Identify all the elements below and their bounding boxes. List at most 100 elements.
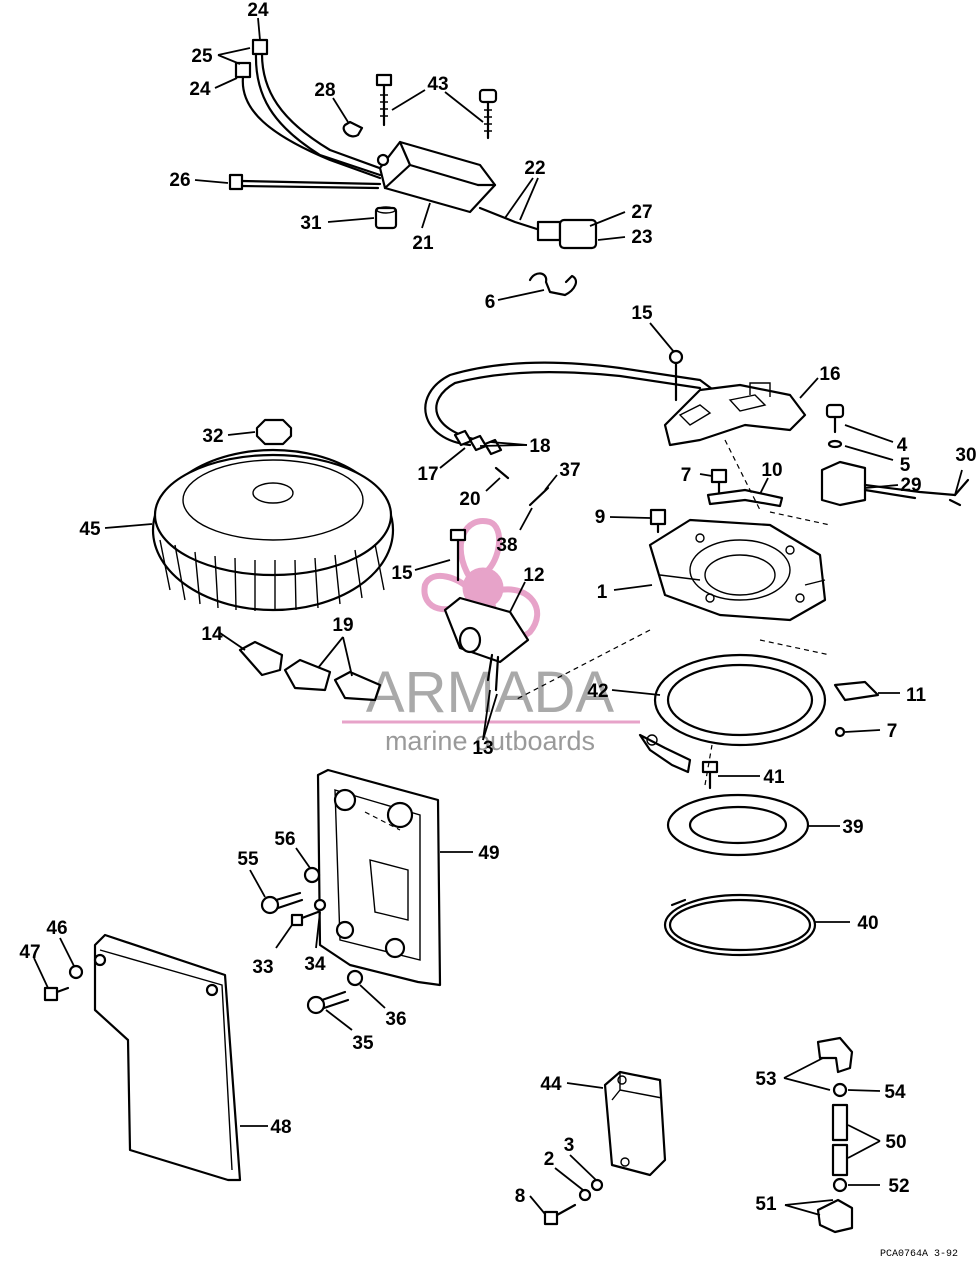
callout-45: 45 (79, 519, 101, 540)
callout-22: 22 (524, 158, 545, 179)
power-pack-44-part (603, 1070, 667, 1177)
bracket-49-part (316, 768, 442, 987)
callout-14: 14 (201, 624, 223, 645)
callout-50: 50 (885, 1132, 906, 1153)
callout-42: 42 (587, 681, 608, 702)
callout-37: 37 (559, 460, 580, 481)
callout-7a: 7 (681, 465, 692, 486)
elbow-51-part (816, 1198, 854, 1234)
callout-40: 40 (857, 913, 878, 934)
pin-20-part (494, 466, 510, 480)
screw-41-part (701, 760, 719, 790)
callout-23: 23 (631, 227, 652, 248)
callout-3: 3 (564, 1135, 575, 1156)
callout-19: 19 (332, 615, 353, 636)
callout-49: 49 (478, 843, 499, 864)
callout-51: 51 (755, 1194, 777, 1215)
hose-50-part (831, 1103, 849, 1177)
washer-46-part (68, 964, 84, 980)
callout-12: 12 (523, 565, 544, 586)
callout-26: 26 (169, 170, 190, 191)
armature-plate-1-part (648, 518, 827, 622)
bolt-55-part (260, 891, 304, 915)
callout-34: 34 (304, 954, 326, 975)
callout-11: 11 (906, 685, 927, 706)
callout-33: 33 (252, 957, 273, 978)
callout-53: 53 (755, 1069, 776, 1090)
connector-23-part (478, 206, 598, 250)
callout-36: 36 (385, 1009, 406, 1030)
grommet-54-part (832, 1082, 848, 1098)
sensor-29-part (820, 460, 970, 507)
callout-39: 39 (842, 817, 863, 838)
callout-47: 47 (19, 942, 40, 963)
callout-32: 32 (202, 426, 223, 447)
grommet-52-part (832, 1177, 848, 1193)
connector-24-part (234, 38, 387, 180)
retainer-39-part (666, 793, 810, 857)
leader-lines (33, 17, 963, 1216)
callout-46: 46 (46, 918, 67, 939)
washer-36-part (346, 969, 364, 987)
screw-43-part (375, 73, 498, 140)
callout-29: 29 (900, 475, 921, 496)
callout-48: 48 (270, 1117, 291, 1138)
callout-24b: 24 (189, 79, 211, 100)
bracket-11-part (833, 680, 880, 702)
washer-3-part (590, 1178, 604, 1192)
callout-13: 13 (472, 738, 493, 759)
callout-30: 30 (955, 445, 976, 466)
callout-54: 54 (884, 1082, 906, 1103)
screw-4-part (825, 403, 845, 449)
callout-24a: 24 (247, 0, 269, 21)
screw-33-part (290, 910, 320, 927)
callout-27: 27 (631, 202, 652, 223)
callout-1: 1 (597, 582, 608, 603)
screw-7-part (710, 468, 728, 497)
washer-34-part (313, 898, 327, 912)
callout-15b: 15 (391, 563, 413, 584)
ignition-module-21-part (376, 140, 497, 214)
flywheel-45-part (151, 448, 395, 612)
terminal-boot-14-part (238, 640, 382, 702)
washer-2-part (578, 1188, 592, 1202)
screw-9-part (649, 508, 667, 534)
callout-4: 4 (897, 435, 908, 456)
callout-6: 6 (485, 292, 496, 313)
ring-42-part (638, 653, 827, 774)
screw-8-part (543, 1203, 577, 1226)
callout-21: 21 (412, 233, 434, 254)
elbow-53-part (816, 1036, 854, 1074)
stator-lead-part (424, 361, 722, 456)
callout-7b: 7 (887, 721, 898, 742)
callout-35: 35 (352, 1033, 374, 1054)
flywheel-nut-32-part (255, 418, 293, 446)
callout-31: 31 (300, 213, 322, 234)
callout-2: 2 (544, 1149, 555, 1170)
callout-44: 44 (540, 1074, 562, 1095)
clip-28-part (342, 120, 364, 138)
clip-6-part (528, 272, 578, 297)
callout-20: 20 (459, 489, 480, 510)
ignition-coil-12-part (443, 528, 530, 692)
pin-37-part (528, 486, 550, 507)
watermark-tagline: marine outboards (385, 726, 595, 756)
callout-55: 55 (237, 849, 259, 870)
callout-15a: 15 (631, 303, 653, 324)
timer-base-16-part (663, 349, 807, 447)
cover-48-part (93, 933, 242, 1182)
bolt-35-part (306, 990, 350, 1015)
snap-ring-40-part (663, 893, 817, 957)
callout-41: 41 (763, 767, 785, 788)
callout-38: 38 (496, 535, 517, 556)
callout-10: 10 (761, 460, 782, 481)
spacer-31-part (374, 206, 398, 230)
washer-56-part (303, 866, 321, 884)
callout-52: 52 (888, 1176, 909, 1197)
callout-17: 17 (417, 464, 438, 485)
drawing-code: PCA0764A 3-92 (880, 1249, 958, 1260)
callout-9: 9 (595, 507, 606, 528)
callout-43: 43 (427, 74, 448, 95)
callout-56: 56 (274, 829, 295, 850)
